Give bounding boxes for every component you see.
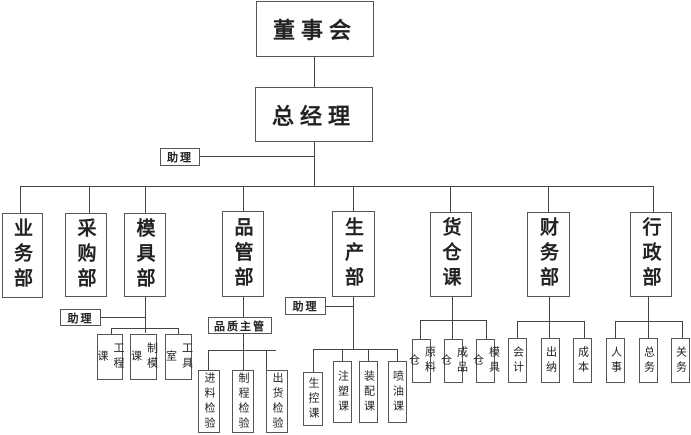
sub-mold-store: 模具仓	[472, 339, 501, 383]
connector-line	[178, 328, 179, 334]
connector-line	[420, 320, 486, 321]
dept-production: 生产部	[332, 211, 375, 297]
connector-line	[111, 328, 112, 334]
sub-assembly: 装配课	[359, 361, 378, 423]
connector-line	[20, 186, 21, 213]
connector-line	[648, 297, 649, 321]
connector-line	[313, 349, 397, 350]
sub-injection-molding: 注塑课	[333, 361, 352, 423]
connector-line	[266, 350, 267, 370]
sub-outgoing-inspection: 出货检验	[266, 370, 288, 433]
mold-assistant-box: 助理	[60, 309, 101, 326]
connector-line	[89, 186, 90, 213]
dept-warehouse: 货仓课	[430, 212, 472, 297]
connector-line	[450, 186, 451, 213]
sub-raw-material-store: 原料仓	[408, 339, 437, 383]
sub-incoming-inspection: 进料检验	[198, 370, 220, 433]
connector-line	[145, 317, 146, 333]
connector-line	[517, 321, 518, 338]
sub-personnel: 人事	[606, 338, 625, 383]
dept-sales: 业务部	[2, 213, 43, 298]
connector-line	[20, 186, 654, 187]
sub-general-affairs: 总务	[639, 338, 658, 383]
sub-cashier: 出纳	[541, 338, 560, 383]
sub-cost: 成本	[573, 338, 592, 383]
connector-line	[452, 297, 453, 320]
connector-line	[199, 156, 314, 157]
general-manager-box: 总经理	[255, 87, 373, 142]
sub-toolroom: 工具室	[165, 334, 194, 380]
board-of-directors-box: 董事会	[256, 1, 374, 57]
connector-line	[549, 321, 550, 338]
dept-admin: 行政部	[630, 212, 672, 297]
sub-accounting: 会计	[508, 338, 527, 383]
connector-line	[243, 333, 244, 350]
connector-line	[653, 186, 654, 213]
connector-line	[314, 142, 315, 186]
sub-customs-affairs: 关务	[671, 338, 690, 383]
connector-line	[517, 321, 584, 322]
connector-line	[584, 321, 585, 338]
connector-line	[682, 321, 683, 338]
connector-line	[145, 186, 146, 213]
connector-line	[648, 321, 649, 338]
connector-line	[111, 328, 178, 329]
sub-spray-painting: 喷油课	[388, 361, 407, 423]
connector-line	[548, 186, 549, 213]
gm-assistant-box: 助理	[160, 148, 200, 166]
connector-line	[325, 306, 353, 307]
connector-line	[397, 349, 398, 361]
production-assistant-box: 助理	[285, 297, 326, 315]
connector-line	[420, 320, 421, 339]
connector-line	[368, 349, 369, 361]
dept-purchasing: 采购部	[65, 213, 107, 297]
connector-line	[145, 297, 146, 317]
connector-line	[243, 297, 244, 317]
connector-line	[243, 350, 244, 370]
connector-line	[549, 297, 550, 321]
dept-quality: 品管部	[222, 211, 264, 297]
connector-line	[208, 350, 209, 370]
connector-line	[353, 297, 354, 349]
connector-line	[313, 349, 314, 372]
dept-mold: 模具部	[124, 213, 166, 297]
connector-line	[353, 186, 354, 213]
connector-line	[615, 321, 616, 338]
dept-finance: 财务部	[527, 212, 570, 297]
sub-production-control: 生控课	[303, 372, 323, 426]
connector-line	[486, 320, 487, 339]
connector-line	[208, 350, 276, 351]
connector-line	[342, 349, 343, 361]
sub-finished-goods-store: 成品仓	[440, 339, 469, 383]
connector-line	[243, 186, 244, 213]
connector-line	[100, 317, 145, 318]
sub-process-inspection: 制程检验	[232, 370, 254, 433]
connector-line	[314, 56, 315, 87]
sub-engineering: 工程课	[96, 334, 125, 380]
sub-moldmaking: 制模课	[130, 334, 159, 380]
quality-supervisor-box: 品质主管	[208, 317, 272, 334]
connector-line	[452, 320, 453, 339]
